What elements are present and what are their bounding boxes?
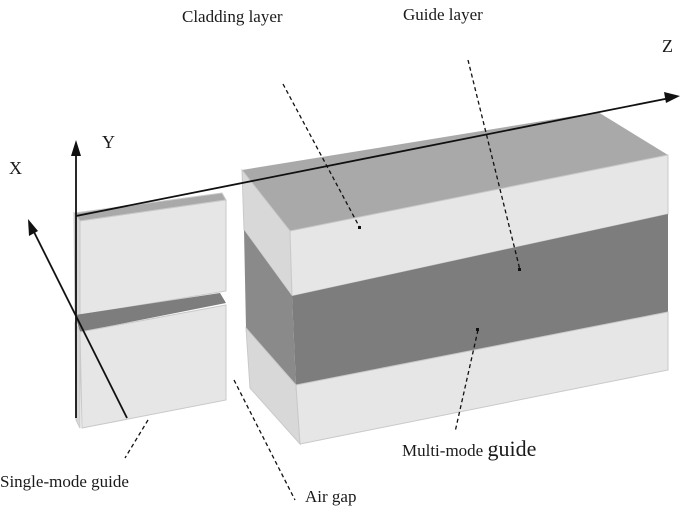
guide-layer-side xyxy=(244,230,296,385)
guide-marker xyxy=(518,268,521,271)
multi-mode-guide-label: Multi-mode guide xyxy=(402,436,536,461)
multi-mode-guide xyxy=(241,112,669,446)
coordinate-axes xyxy=(28,92,680,419)
single-mode-guide xyxy=(73,192,227,429)
multimode-leader xyxy=(454,329,479,433)
multi-mode-label-guide: guide xyxy=(487,436,536,461)
cladding-top-face xyxy=(242,112,668,231)
z-axis-label: Z xyxy=(662,36,673,56)
cladding-lower-front xyxy=(295,311,669,445)
y-axis-arrowhead xyxy=(71,140,81,156)
z-axis xyxy=(75,97,671,217)
single-mode-top-cladding-side xyxy=(73,211,81,322)
leader-lines xyxy=(124,59,521,501)
marker-dots xyxy=(358,226,521,331)
single-mode-guide-label: Single-mode guide xyxy=(0,472,129,491)
x-axis-arrowhead xyxy=(28,219,38,236)
airgap-leader xyxy=(233,379,296,501)
y-axis-label: Y xyxy=(102,132,115,152)
air-gap-label: Air gap xyxy=(305,487,356,506)
guide-leader xyxy=(467,59,521,271)
cladding-leader xyxy=(282,83,361,229)
multimode-marker xyxy=(476,328,479,331)
cladding-marker xyxy=(358,226,361,229)
guide-layer-label: Guide layer xyxy=(403,5,483,24)
single-mode-top-cladding-front xyxy=(79,199,227,316)
singlemode-leader xyxy=(124,419,149,459)
cladding-layer-label: Cladding layer xyxy=(182,7,283,26)
single-mode-core xyxy=(75,293,226,332)
multi-mode-label-text: Multi-mode xyxy=(402,441,487,460)
z-axis-arrowhead xyxy=(664,92,680,103)
x-axis xyxy=(30,225,128,419)
guide-layer-front xyxy=(292,214,668,385)
text-labels: Cladding layer Guide layer Multi-mode gu… xyxy=(0,5,673,506)
x-axis-label: X xyxy=(9,158,22,178)
